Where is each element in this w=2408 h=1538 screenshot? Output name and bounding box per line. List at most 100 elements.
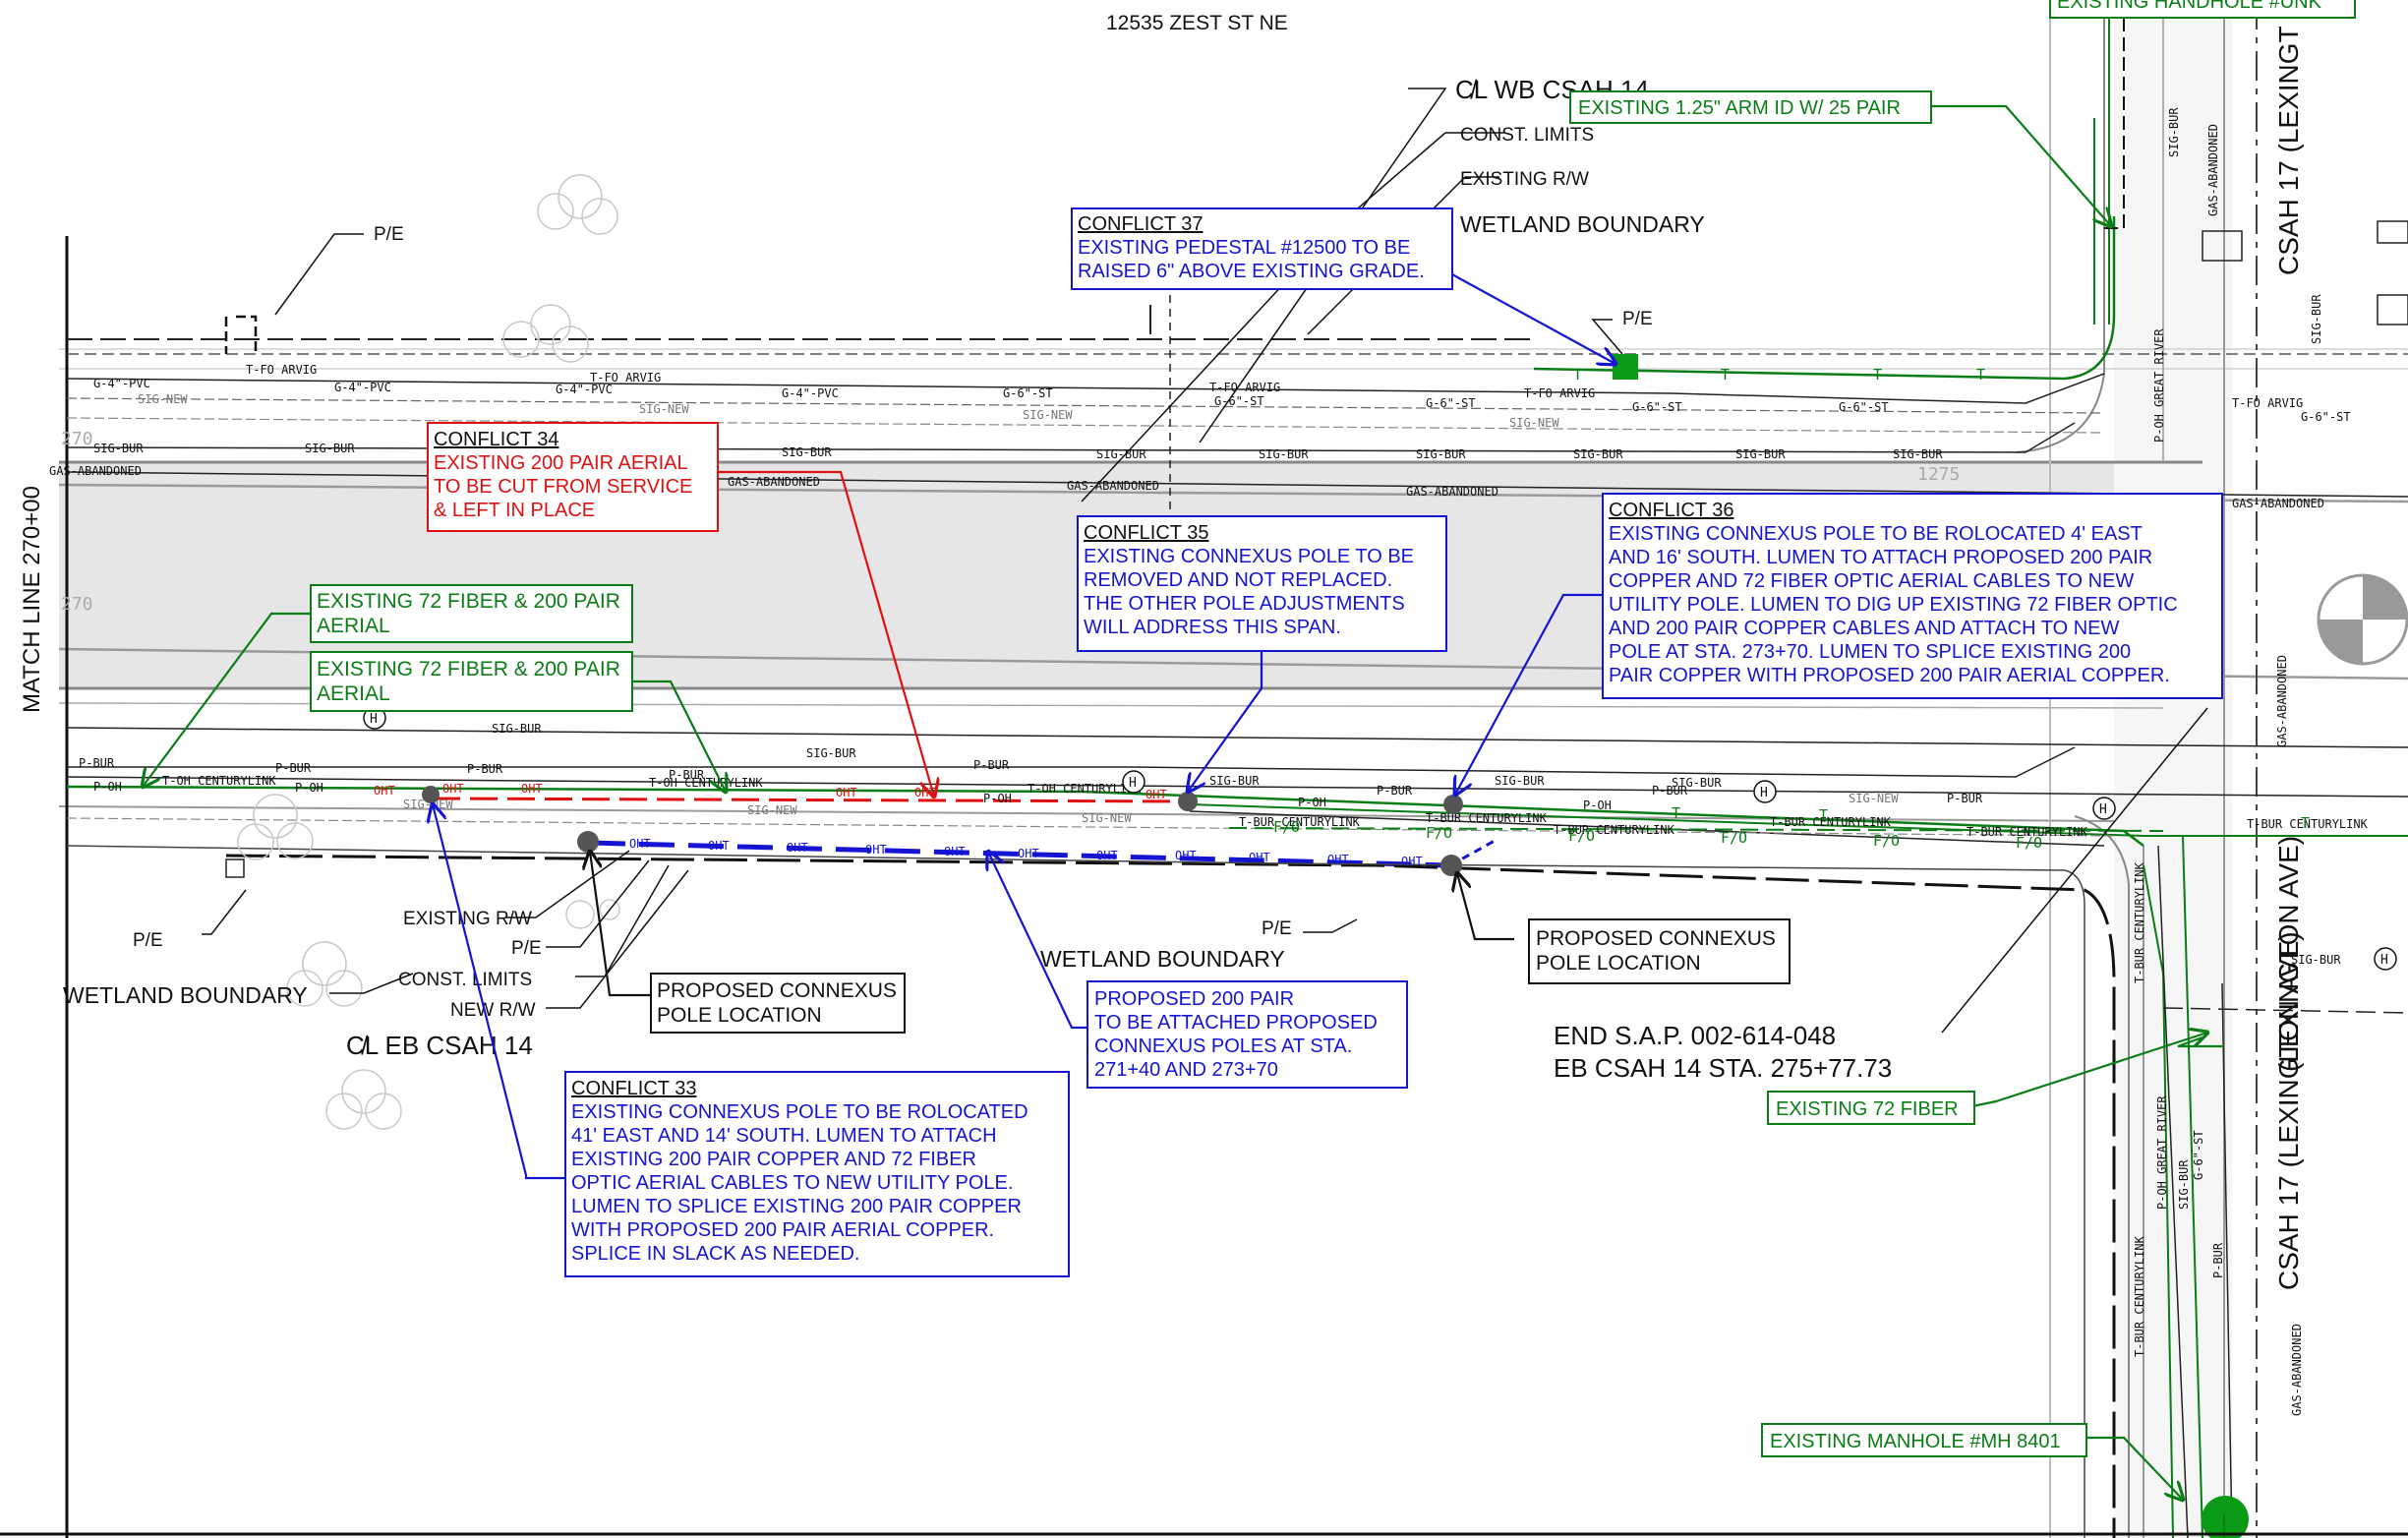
tag-sig-new: SIG-NEW: [1023, 408, 1073, 422]
tag-p-oh: P-OH: [1298, 796, 1326, 809]
tag-sig-bur: SIG-BUR: [1416, 447, 1466, 461]
existing-rw-label: EXISTING R/W: [1460, 169, 1589, 190]
tag-t-bur: T-BUR CENTURYLINK: [1239, 815, 1361, 829]
callout-title: CONFLICT 33: [571, 1078, 696, 1099]
tag-g6-st: G-6"-ST: [1839, 400, 1889, 414]
tag-g6-st: G-6"-ST: [1003, 386, 1053, 400]
tag-sig-bur: SIG-BUR: [1096, 447, 1146, 461]
tag-t: T: [1873, 366, 1882, 384]
callout-line: PROPOSED CONNEXUS: [657, 979, 897, 1002]
tag-gas-abandoned: GAS-ABANDONED: [1406, 485, 1498, 499]
callout-proposed-200-pair: PROPOSED 200 PAIR TO BE ATTACHED PROPOSE…: [1087, 980, 1408, 1089]
tag-fo: F/O: [1721, 829, 1747, 847]
callout-title: CONFLICT 37: [1078, 213, 1203, 235]
callout-title: CONFLICT 35: [1084, 522, 1208, 544]
callout-existing-72-fiber: EXISTING 72 FIBER: [1767, 1091, 1975, 1125]
tag-t-bur: T-BUR CENTURYLINK: [1770, 815, 1892, 829]
tag-t: T: [1672, 804, 1680, 822]
tag-sig-bur: SIG-BUR: [2291, 953, 2341, 967]
callout-line: EXISTING CONNEXUS POLE TO BE ROLOCATED 4…: [1609, 523, 2143, 545]
tag-oht: OHT: [374, 784, 395, 798]
tag-g6-st: G-6"-ST: [1632, 400, 1682, 414]
callout-line: UTILITY POLE. LUMEN TO DIG UP EXISTING 7…: [1609, 594, 2178, 616]
structures: H H H H H: [363, 220, 2408, 1538]
tag-t: T: [2301, 814, 2310, 832]
tag-p-oh-great-river: P-OH GREAT RIVER: [2155, 1095, 2169, 1210]
tag-gas-abandoned-vertical: GAS-ABANDONED: [2290, 1324, 2304, 1416]
tag-tfo-arvig: T-FO ARVIG: [1209, 381, 1280, 394]
callout-line: WILL ADDRESS THIS SPAN.: [1084, 617, 1341, 638]
pe-label: P/E: [1262, 918, 1292, 939]
tag-oht: OHT: [442, 782, 464, 796]
tag-sig-bur: SIG-BUR: [1259, 447, 1309, 461]
tag-sig-new: SIG-NEW: [138, 392, 188, 406]
tag-sig-bur: SIG-BUR: [1495, 774, 1545, 788]
tag-oht: OHT: [1175, 849, 1197, 862]
tag-p-bur: P-BUR: [1377, 784, 1413, 798]
tag-g6-st: G-6"-ST: [1426, 396, 1476, 410]
callout-line: THE OTHER POLE ADJUSTMENTS: [1084, 593, 1405, 615]
callout-conflict-37: CONFLICT 37 EXISTING PEDESTAL #12500 TO …: [1071, 207, 1453, 290]
tag-p-bur: P-BUR: [79, 756, 115, 770]
tag-g6-st: G-6"-ST: [2301, 410, 2351, 424]
tag-sig-bur: SIG-BUR: [782, 445, 832, 459]
tag-t-oh: T-OH CENTURYLINK: [1028, 782, 1142, 796]
tag-sig-new: SIG-NEW: [1509, 416, 1559, 430]
callout-line: EXISTING MANHOLE #MH 8401: [1770, 1431, 2061, 1452]
tag-sig-bur: SIG-BUR: [1672, 776, 1722, 790]
tag-oht: OHT: [1096, 849, 1118, 862]
tag-sig-bur: SIG-BUR: [1893, 447, 1943, 461]
callout-line: TO BE CUT FROM SERVICE: [434, 476, 692, 498]
existing-pole-33: [422, 786, 440, 803]
callout-line: AERIAL: [317, 615, 390, 637]
tag-tfo-arvig: T-FO ARVIG: [2232, 396, 2303, 410]
svg-text:H: H: [2099, 802, 2107, 817]
svg-text:H: H: [370, 712, 378, 727]
callout-proposed-pole-left: PROPOSED CONNEXUS POLE LOCATION: [650, 973, 906, 1034]
callout-line: EXISTING CONNEXUS POLE TO BE: [1084, 546, 1414, 567]
tag-t-bur: T-BUR CENTURYLINK: [2247, 817, 2369, 831]
tag-sig-new: SIG-NEW: [1849, 792, 1899, 805]
tag-p-oh: P-OH: [295, 781, 323, 795]
proposed-pole-right: [1440, 855, 1462, 876]
wetland-boundary-label: WETLAND BOUNDARY: [63, 982, 308, 1008]
tag-g6-st: G-6"-ST: [1214, 394, 1264, 408]
csah17-label-middle: (LEXINGTON AVE): [2273, 836, 2304, 1072]
tag-station-1275: 1275: [1917, 464, 1960, 485]
tag-fo: F/O: [1273, 818, 1300, 836]
callout-line: 41' EAST AND 14' SOUTH. LUMEN TO ATTACH: [571, 1125, 997, 1147]
tag-gas-abandoned-vertical: GAS-ABANDONED: [2275, 655, 2289, 747]
tag-oht: OHT: [1018, 847, 1039, 860]
cross-road-surface: [2114, 0, 2232, 1538]
const-limits-label: CONST. LIMITS: [398, 970, 532, 990]
callout-conflict-35: CONFLICT 35 EXISTING CONNEXUS POLE TO BE…: [1077, 515, 1447, 652]
pe-label: P/E: [133, 930, 163, 951]
tag-oht: OHT: [1249, 851, 1270, 864]
match-line-label: MATCH LINE 270+00: [19, 486, 45, 713]
new-rw-label: NEW R/W: [450, 1000, 536, 1021]
tag-t: T: [1819, 806, 1828, 824]
south-labels: EXISTING R/W P/E CONST. LIMITS NEW R/W C…: [63, 909, 1892, 1083]
tag-oht: OHT: [521, 782, 543, 796]
wetland-boundary-label: WETLAND BOUNDARY: [1040, 946, 1285, 972]
tag-t-bur: T-BUR CENTURYLINK: [1426, 811, 1548, 825]
tag-p-oh: P-OH: [983, 792, 1012, 805]
handhole-icon: H H H H H: [363, 706, 2397, 971]
tag-sig-bur-vertical: SIG-BUR: [2177, 1159, 2191, 1210]
north-labels: C̸L WB CSAH 14 CONST. LIMITS EXISTING R/…: [374, 75, 1705, 329]
tag-p-bur: P-BUR: [1652, 784, 1688, 798]
tag-g4-pvc: G-4"-PVC: [782, 386, 839, 400]
survey-monument-icon: [2317, 573, 2408, 666]
tag-p-bur: P-BUR: [467, 762, 503, 776]
callout-line: EXISTING HANDHOLE #UNK: [2057, 0, 2322, 13]
tag-p-bur-vertical: P-BUR: [2211, 1242, 2225, 1278]
cross-road-labels: CSAH 17 (LEXINGT (LEXINGTON AVE) CSAH 17…: [2273, 26, 2304, 1290]
tag-station-270: 270: [61, 429, 93, 449]
callout-line: EXISTING CONNEXUS POLE TO BE ROLOCATED: [571, 1101, 1028, 1123]
tag-t-bur: T-BUR CENTURYLINK: [1554, 823, 1675, 837]
tag-g4-pvc: G-4"-PVC: [334, 381, 391, 394]
tag-p-oh: P-OH: [1583, 799, 1612, 812]
callout-line: WITH PROPOSED 200 PAIR AERIAL COPPER.: [571, 1219, 994, 1241]
callout-line: SPLICE IN SLACK AS NEEDED.: [571, 1243, 859, 1265]
tag-fo: F/O: [2016, 834, 2042, 852]
